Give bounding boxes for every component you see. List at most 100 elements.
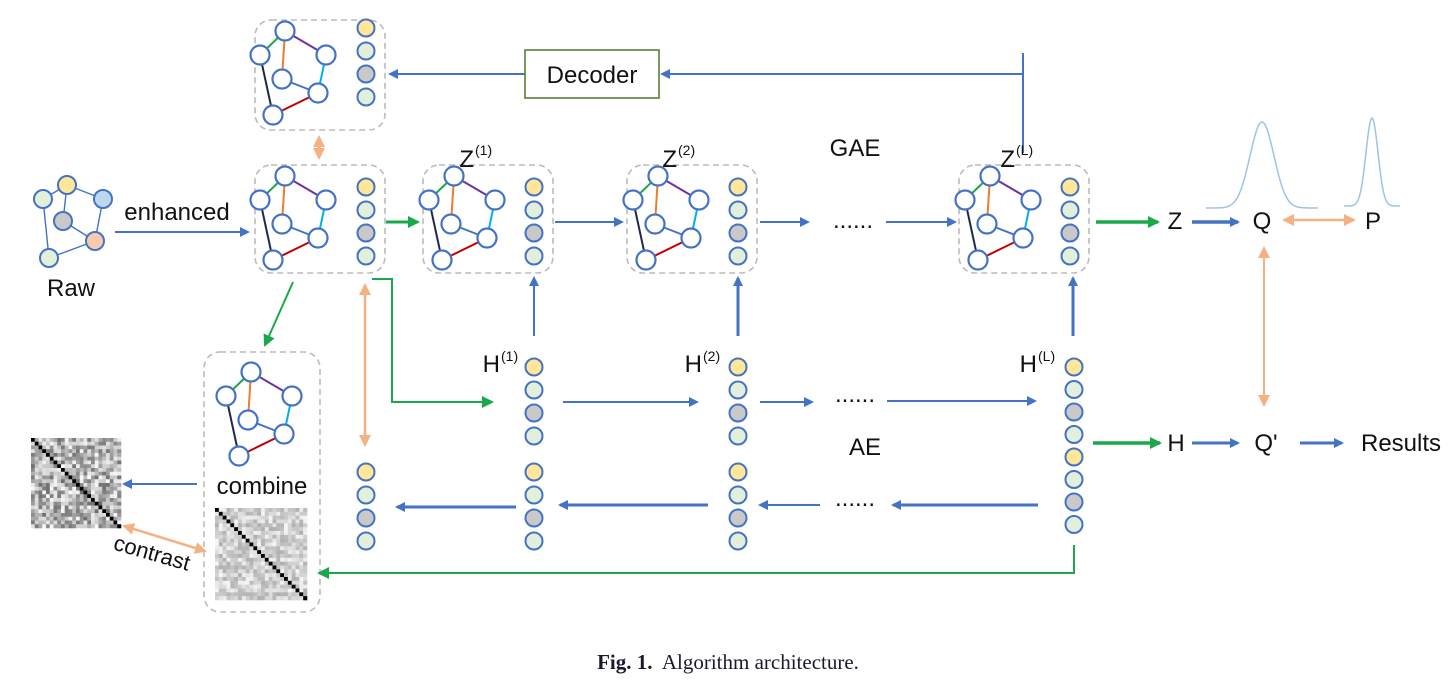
matrix-cell: [72, 456, 77, 461]
matrix-cell: [38, 441, 43, 446]
matrix-cell: [38, 520, 43, 525]
matrix-cell: [109, 441, 114, 446]
matrix-cell: [31, 445, 36, 450]
matrix-cell: [76, 505, 81, 510]
matrix-cell: [245, 561, 250, 566]
matrix-cell: [226, 527, 231, 532]
matrix-cell: [295, 523, 300, 528]
matrix-cell: [245, 596, 250, 601]
matrix-cell: [249, 550, 254, 555]
matrix-cell: [215, 565, 220, 570]
h2-decoder-column: [728, 462, 748, 551]
matrix-cell: [94, 449, 99, 454]
matrix-cell: [42, 509, 47, 514]
matrix-cell: [109, 453, 114, 458]
matrix-cell: [241, 534, 246, 539]
matrix-cell: [238, 515, 243, 520]
matrix-cell: [68, 445, 73, 450]
matrix-cell: [245, 527, 250, 532]
matrix-cell: [64, 498, 69, 503]
matrix-cell: [238, 534, 243, 539]
matrix-cell: [238, 523, 243, 528]
matrix-cell: [102, 449, 107, 454]
matrix-cell: [245, 577, 250, 582]
matrix-cell: [102, 490, 107, 495]
matrix-cell: [87, 441, 92, 446]
matrix-cell: [72, 468, 77, 473]
matrix-cell: [272, 577, 277, 582]
matrix-cell: [268, 550, 273, 555]
matrix-cell: [68, 468, 73, 473]
matrix-cell: [299, 596, 304, 601]
matrix-cell: [49, 468, 54, 473]
matrix-cell: [226, 569, 231, 574]
matrix-cell: [276, 554, 281, 559]
matrix-cell: [38, 513, 43, 518]
matrix-cell: [102, 505, 107, 510]
matrix-cell: [38, 501, 43, 506]
matrix-cell: [68, 479, 73, 484]
matrix-cell: [61, 483, 66, 488]
matrix-cell: [106, 513, 111, 518]
graph-node: [307, 227, 329, 249]
matrix-cell: [238, 542, 243, 547]
feature-node: [524, 508, 544, 528]
matrix-cell: [234, 527, 239, 532]
matrix-cell: [106, 441, 111, 446]
matrix-cell: [215, 527, 220, 532]
matrix-cell: [215, 561, 220, 566]
matrix-cell: [230, 546, 235, 551]
matrix-cell: [68, 501, 73, 506]
matrix-cell: [215, 554, 220, 559]
matrix-cell: [241, 531, 246, 536]
matrix-cell: [31, 524, 36, 529]
matrix-cell: [268, 588, 273, 593]
matrix-cell: [234, 508, 239, 513]
matrix-cell: [72, 524, 77, 529]
matrix-cell: [42, 460, 47, 465]
matrix-cell: [94, 438, 99, 443]
matrix-cell: [234, 592, 239, 597]
matrix-cell: [91, 453, 96, 458]
matrix-cell: [303, 508, 308, 513]
matrix-cell: [272, 573, 277, 578]
matrix-cell: [272, 523, 277, 528]
matrix-cell: [91, 445, 96, 450]
matrix-cell: [272, 584, 277, 589]
matrix-cell: [230, 550, 235, 555]
matrix-cell: [102, 494, 107, 499]
decoder-box: [524, 49, 660, 99]
matrix-cell: [76, 453, 81, 458]
matrix-cell: [57, 460, 62, 465]
matrix-cell: [280, 550, 285, 555]
matrix-cell: [280, 557, 285, 562]
matrix-cell: [72, 520, 77, 525]
matrix-cell: [276, 577, 281, 582]
matrix-cell: [218, 592, 223, 597]
matrix-cell: [42, 438, 47, 443]
feature-node: [728, 426, 748, 446]
matrix-cell: [61, 475, 66, 480]
matrix-cell: [94, 464, 99, 469]
matrix-cell: [218, 573, 223, 578]
matrix-cell: [291, 519, 296, 524]
matrix-cell: [284, 584, 289, 589]
matrix-cell: [38, 475, 43, 480]
matrix-cell: [113, 509, 118, 514]
matrix-cell: [245, 531, 250, 536]
matrix-cell: [76, 445, 81, 450]
matrix-cell: [64, 479, 69, 484]
matrix-cell: [34, 445, 39, 450]
matrix-cell: [261, 515, 266, 520]
matrix-cell: [102, 516, 107, 521]
matrix-cell: [287, 557, 292, 562]
matrix-cell: [245, 519, 250, 524]
matrix-cell: [42, 445, 47, 450]
matrix-cell: [64, 445, 69, 450]
matrix-cell: [102, 468, 107, 473]
matrix-cell: [226, 588, 231, 593]
matrix-cell: [272, 538, 277, 543]
matrix-cell: [280, 561, 285, 566]
matrix-cell: [276, 531, 281, 536]
matrix-cell: [295, 580, 300, 585]
